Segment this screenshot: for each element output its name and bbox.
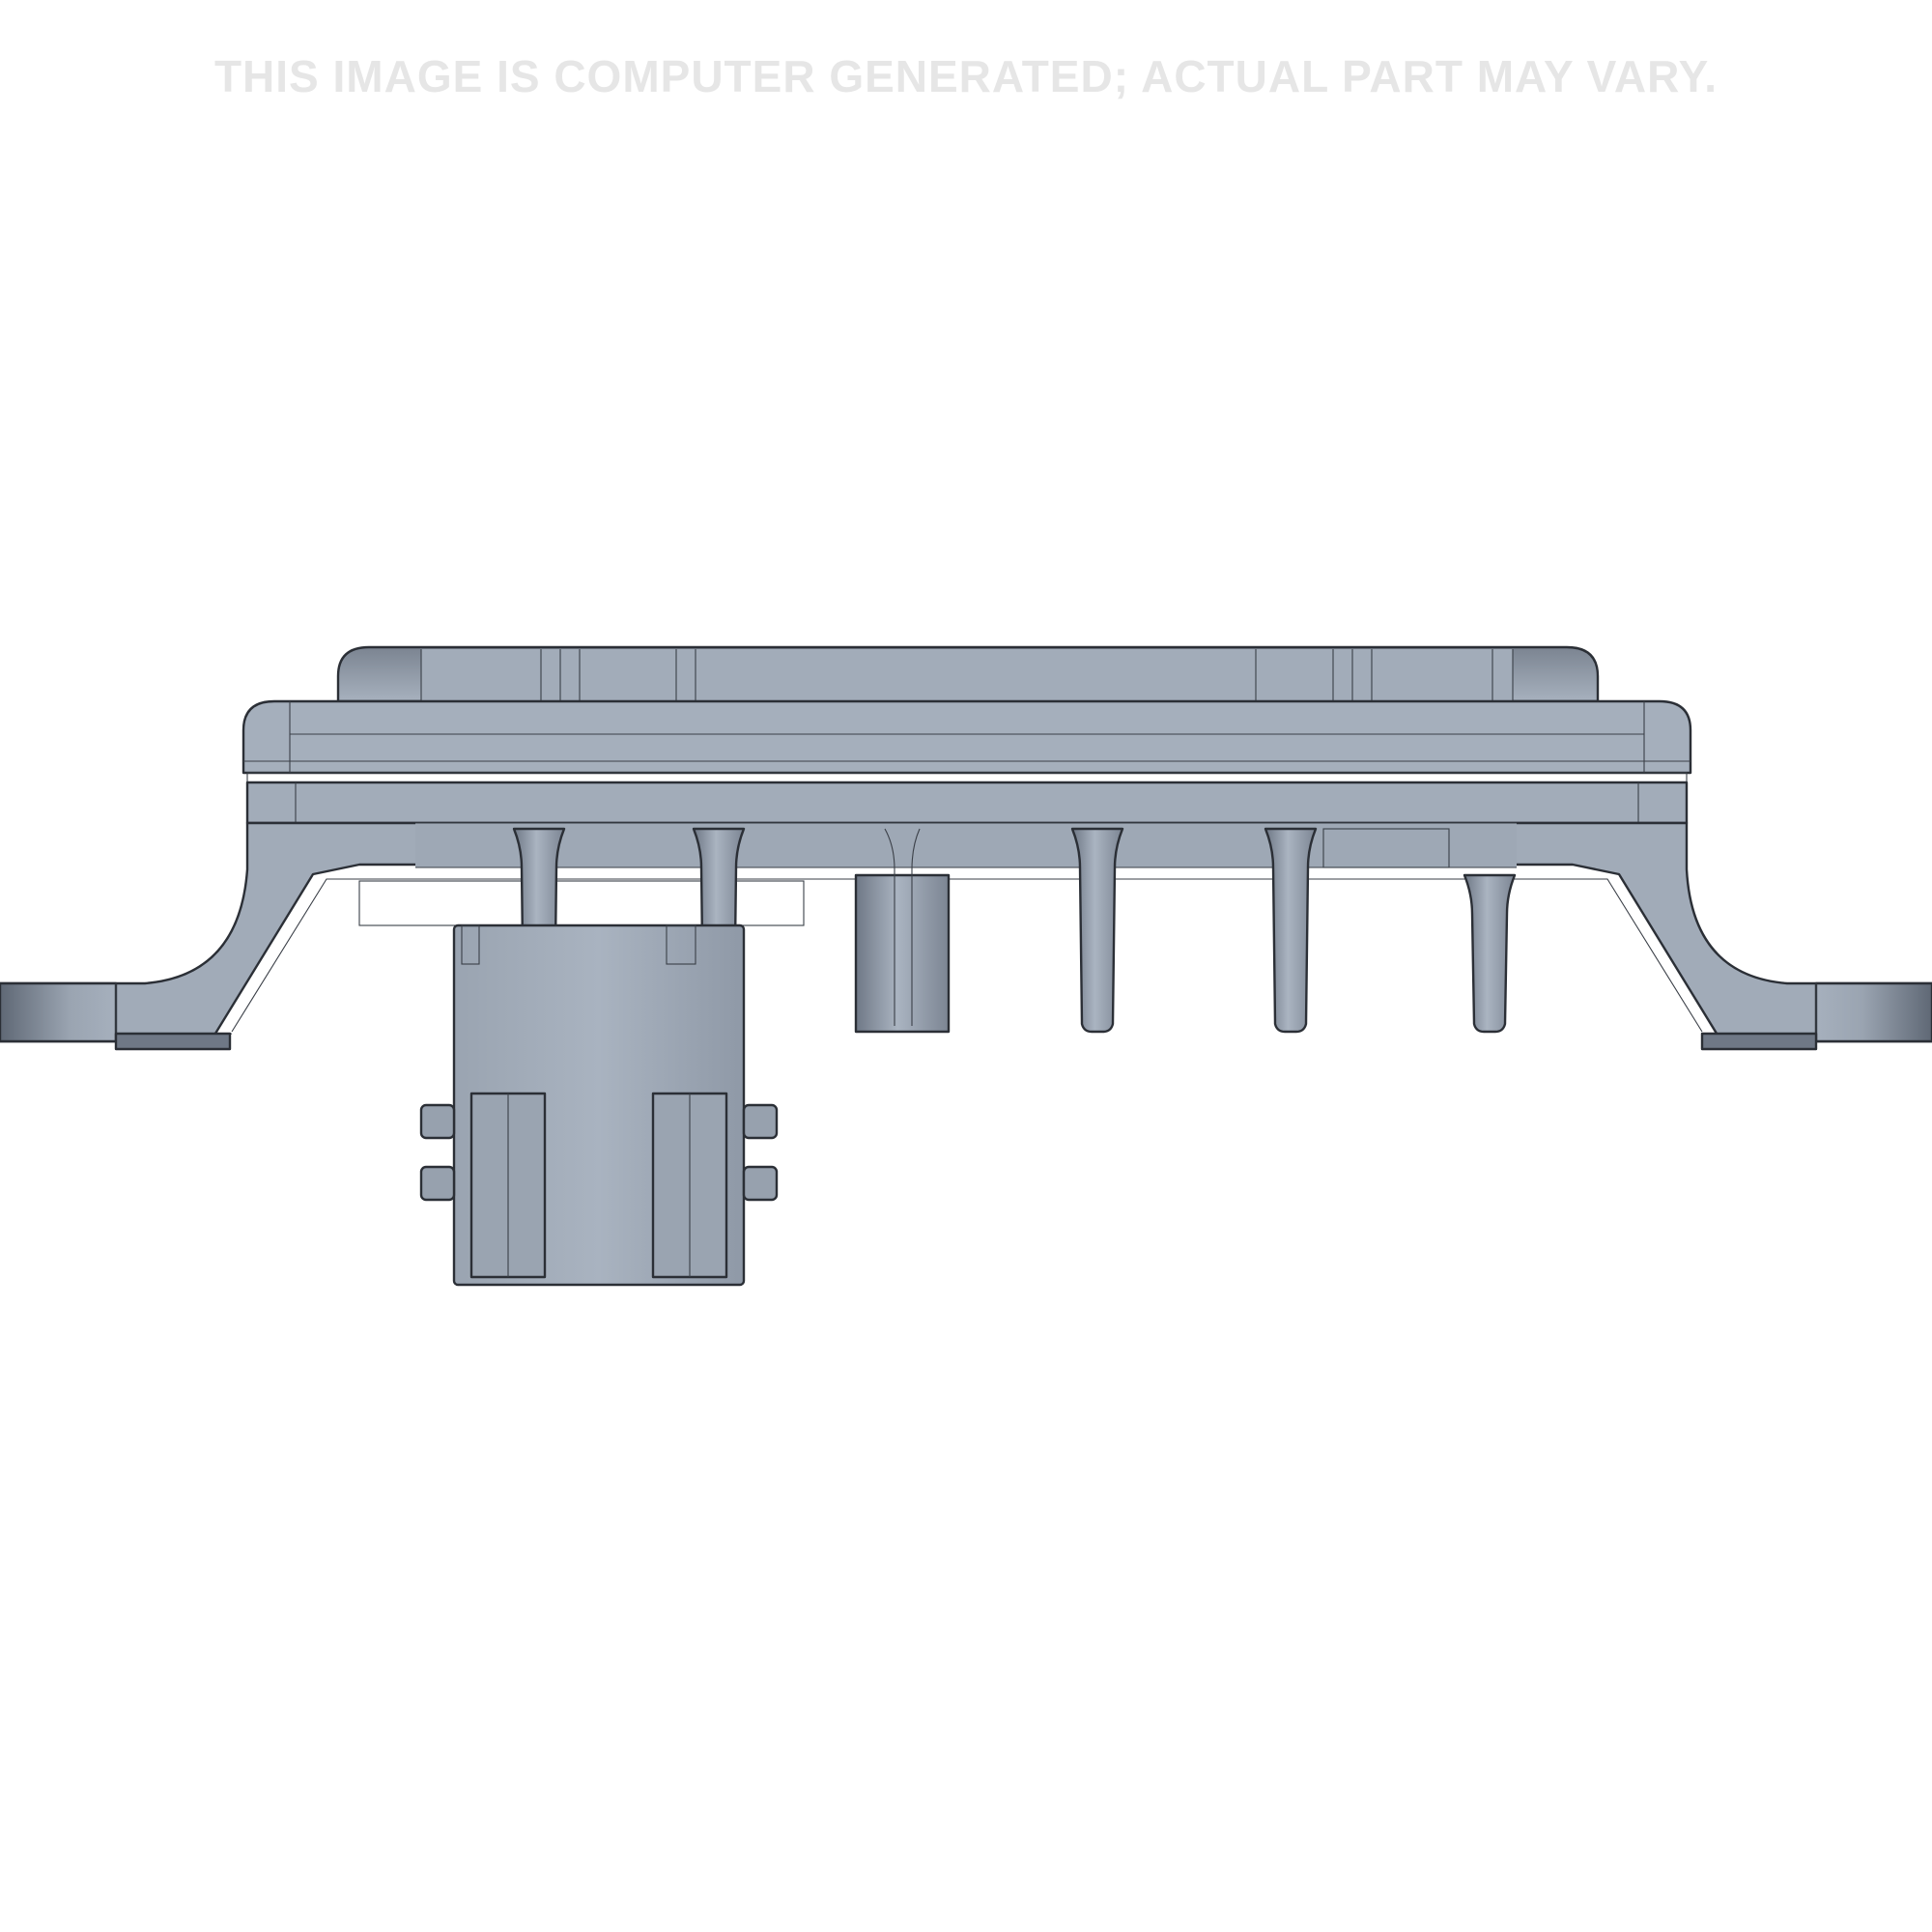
right-mount-foot (1700, 981, 1932, 1051)
fin-block-center (854, 873, 951, 1034)
fin-block-center-lines (884, 828, 921, 1026)
fin-5 (1463, 873, 1517, 1034)
upper-flange (242, 699, 1692, 775)
top-lid (336, 645, 1600, 703)
connector-housing (419, 923, 779, 1287)
fin-4 (1264, 827, 1318, 1034)
fin-root-band (415, 822, 1517, 868)
fin-3 (1070, 827, 1124, 1034)
housing-body (0, 821, 1932, 1043)
lower-flange (245, 781, 1689, 825)
gasket-gap (246, 772, 1688, 783)
disclaimer-text: THIS IMAGE IS COMPUTER GENERATED; ACTUAL… (213, 51, 1719, 101)
left-mount-foot (0, 981, 233, 1051)
